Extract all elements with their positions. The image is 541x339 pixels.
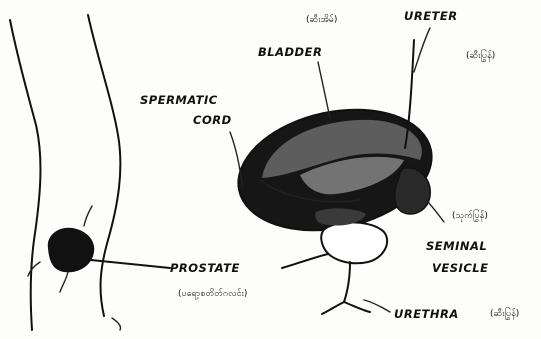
body-outline-leg [112, 318, 121, 330]
label-ureter-mm: (ဆီးပြွန်) [466, 49, 495, 62]
label-prostate-mm: (ပရော့စတိတ်ဂလင်း) [178, 288, 247, 300]
leader-ureter [414, 28, 430, 72]
label-seminal-mm: (သုက်ပြွန်) [452, 209, 488, 222]
leader-seminal [426, 200, 444, 222]
body-prostate-shape [48, 228, 94, 273]
urethra-duct [322, 262, 370, 314]
label-spermatic-1: SPERMATIC [140, 93, 218, 107]
body-outline-back [10, 20, 40, 330]
label-urethra-mm: (ဆီးပြွန်) [490, 307, 519, 320]
label-bladder-mm: (ဆီးအိမ်) [306, 14, 337, 25]
body-outline-front [88, 15, 120, 316]
label-prostate: PROSTATE [170, 261, 240, 275]
label-ureter: URETER [404, 9, 458, 23]
label-seminal-2: VESICLE [432, 261, 488, 275]
label-seminal-1: SEMINAL [426, 239, 487, 253]
label-spermatic-2: CORD [193, 113, 232, 127]
label-bladder: BLADDER [258, 45, 322, 59]
leader-prostate-right [282, 254, 328, 268]
leader-urethra [364, 300, 390, 312]
prostate-shape [321, 222, 387, 263]
label-urethra: URETHRA [394, 307, 459, 321]
leader-bladder [318, 62, 330, 118]
